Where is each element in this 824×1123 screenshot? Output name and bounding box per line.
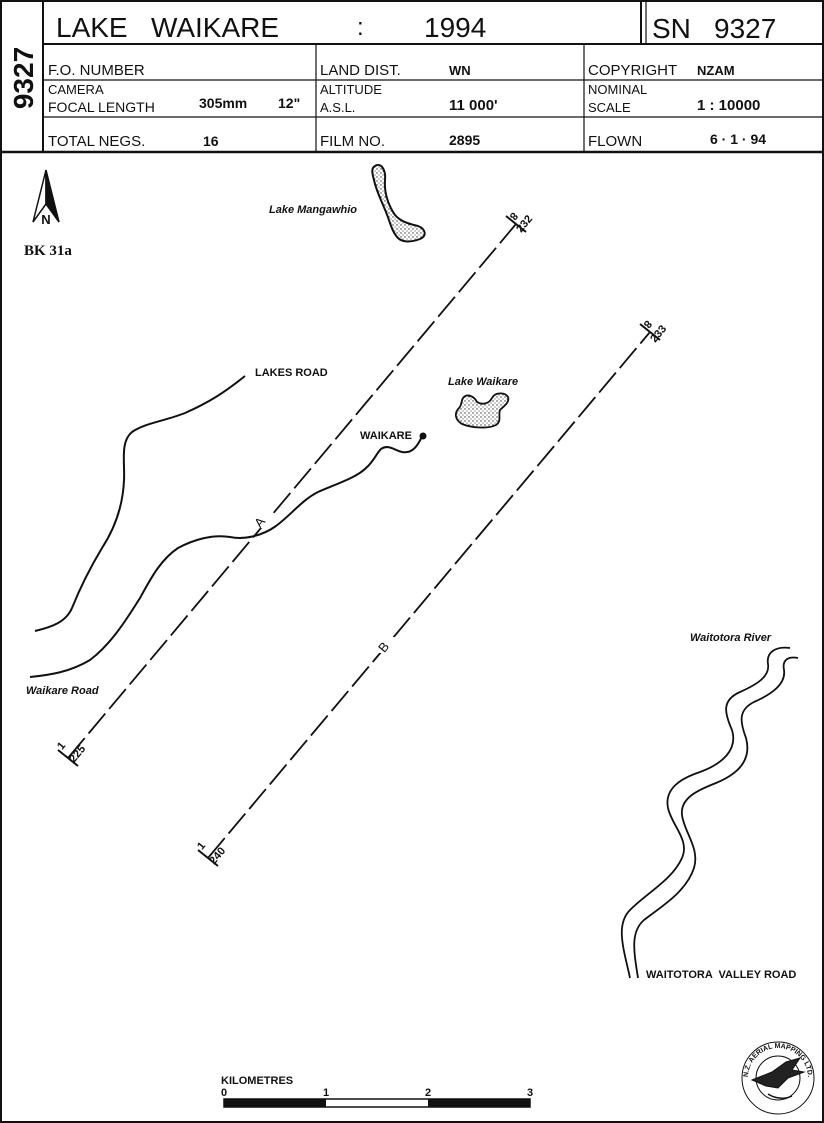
total-negs-label: TOTAL NEGS. bbox=[48, 133, 145, 150]
scale-label: SCALE bbox=[588, 100, 631, 115]
north-arrow bbox=[32, 169, 60, 223]
copyright-label: COPYRIGHT bbox=[588, 62, 677, 79]
waikare-road bbox=[29, 435, 423, 678]
altitude-label: ALTITUDE bbox=[320, 82, 382, 97]
side-sheet-number: 9327 bbox=[8, 47, 39, 109]
flight-line-a-start-frame: 225 bbox=[67, 743, 88, 765]
asl-label: A.S.L. bbox=[320, 100, 355, 115]
flight-line-b-end-run: 8 bbox=[641, 318, 654, 330]
focal-length-inches: 12" bbox=[278, 95, 300, 111]
scale-tick-2: 2 bbox=[425, 1087, 431, 1099]
waitotora-valley-road-label: WAITOTORA VALLEY ROAD bbox=[646, 969, 796, 981]
sn-number: 9327 bbox=[714, 13, 776, 44]
lake-waikare-shape bbox=[455, 392, 510, 429]
film-no-label: FILM NO. bbox=[320, 133, 385, 150]
waitotora-river bbox=[620, 646, 799, 979]
focal-length-value: 305mm bbox=[199, 95, 247, 111]
waikare-place-dot bbox=[419, 432, 427, 440]
lake-mangawhio-label: Lake Mangawhio bbox=[269, 204, 357, 216]
land-dist-label: LAND DIST. bbox=[320, 62, 401, 79]
scale-tick-1: 1 bbox=[323, 1087, 329, 1099]
waitotora-river-label: Waitotora River bbox=[690, 632, 772, 644]
camera-label: CAMERA bbox=[48, 82, 104, 97]
lakes-road-label: LAKES ROAD bbox=[255, 367, 328, 379]
film-no-value: 2895 bbox=[449, 132, 480, 148]
lake-waikare-label: Lake Waikare bbox=[448, 376, 518, 388]
waikare-road-label: Waikare Road bbox=[26, 685, 99, 697]
scale-bar-title: KILOMETRES bbox=[221, 1075, 293, 1087]
flight-line-a-end-run: 8 bbox=[507, 210, 520, 222]
flight-line-a bbox=[57, 215, 527, 767]
nz-aerial-mapping-logo: N.Z. AERIAL MAPPING LTD. bbox=[741, 1041, 815, 1115]
sheet-code-label: BK 31a bbox=[24, 243, 72, 259]
total-negs-value: 16 bbox=[203, 133, 219, 149]
sn-label: SN bbox=[652, 13, 691, 44]
sheet-title-name: LAKE WAIKARE bbox=[56, 12, 279, 43]
flown-value: 6 · 1 · 94 bbox=[710, 131, 766, 147]
copyright-value: NZAM bbox=[697, 63, 735, 78]
flight-line-b-start-run: 1 bbox=[195, 840, 208, 852]
land-dist-value: WN bbox=[449, 63, 471, 78]
scale-tick-0: 0 bbox=[221, 1087, 227, 1099]
flight-line-b bbox=[197, 323, 661, 867]
focal-length-label: FOCAL LENGTH bbox=[48, 99, 155, 115]
north-letter: N bbox=[41, 212, 50, 227]
waikare-place-label: WAIKARE bbox=[360, 430, 412, 442]
flight-line-b-start-frame: 240 bbox=[207, 845, 228, 867]
lakes-road bbox=[34, 375, 246, 632]
scale-value: 1 : 10000 bbox=[697, 97, 760, 114]
flown-label: FLOWN bbox=[588, 133, 642, 150]
sheet-title-year: 1994 bbox=[424, 12, 486, 43]
lake-mangawhio-shape bbox=[371, 164, 426, 243]
nominal-label: NOMINAL bbox=[588, 82, 647, 97]
scale-bar bbox=[223, 1098, 531, 1108]
flight-line-a-start-run: 1 bbox=[55, 740, 68, 752]
fo-number-label: F.O. NUMBER bbox=[48, 62, 145, 79]
altitude-value: 11 000' bbox=[449, 97, 498, 114]
scale-tick-3: 3 bbox=[527, 1087, 533, 1099]
sheet-title-colon: : bbox=[357, 14, 364, 41]
